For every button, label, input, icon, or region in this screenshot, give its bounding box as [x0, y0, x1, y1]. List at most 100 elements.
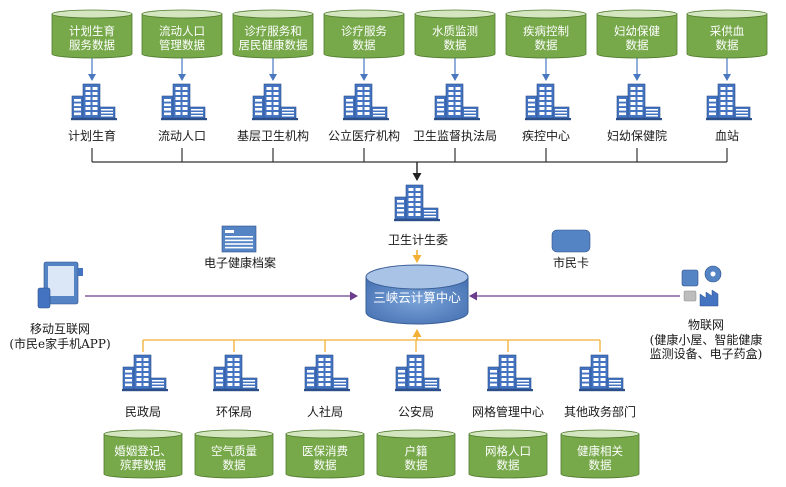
database-label: 数据: [314, 458, 337, 472]
database-body: [414, 13, 496, 59]
bottom-building-5: [579, 354, 625, 392]
top-building-5: [525, 83, 571, 121]
database-body: [323, 13, 405, 59]
database-label: 管理数据: [159, 38, 205, 52]
database-label: 医保消费: [302, 444, 348, 458]
database-top: [141, 9, 223, 19]
database-label: 计划生育: [69, 24, 115, 38]
database-label: 水质监测: [432, 24, 478, 38]
bottom-agency-label-4: 网格管理中心: [472, 404, 544, 419]
database-label: 户籍: [405, 444, 428, 458]
database-body: [560, 433, 640, 479]
database-top: [103, 429, 183, 439]
database-body: [103, 433, 183, 479]
iot-label: 物联网: [688, 318, 724, 332]
top-building-4: [434, 83, 480, 121]
database-top: [596, 9, 678, 19]
iot-devices-icon: [681, 265, 722, 307]
database-label: 数据: [223, 458, 246, 472]
top-building-2: [252, 83, 298, 121]
database-label: 婚姻登记、: [114, 444, 172, 458]
database-top: [560, 429, 640, 439]
database-label: 采供血: [710, 24, 745, 38]
database-body: [686, 13, 768, 59]
database-body: [232, 13, 314, 59]
database-top: [194, 429, 274, 439]
database-body: [141, 13, 223, 59]
cloud-cylinder-body: [365, 276, 469, 325]
bottom-database-0: 婚姻登记、殡葬数据: [103, 429, 183, 479]
citizen-card-label: 市民卡: [553, 255, 589, 270]
database-label: 数据: [626, 38, 649, 52]
health-record-label: 电子健康档案: [204, 255, 276, 270]
database-top: [232, 9, 314, 19]
node-layer: 计划生育服务数据计划生育流动人口管理数据流动人口诊疗服务和居民健康数据基层卫生机…: [9, 9, 768, 479]
bottom-agency-label-5: 其他政务部门: [564, 404, 636, 419]
database-label: 殡葬数据: [120, 458, 166, 472]
database-body: [194, 433, 274, 479]
database-label: 数据: [497, 458, 520, 472]
top-agency-label-0: 计划生育: [68, 128, 116, 143]
database-top: [51, 9, 133, 19]
bottom-building-1: [213, 354, 259, 392]
database-top: [414, 9, 496, 19]
top-building-0: [71, 83, 117, 121]
database-body: [596, 13, 678, 59]
bottom-agency-label-3: 公安局: [398, 404, 434, 419]
commission-label: 卫生计生委: [388, 233, 448, 247]
iot-detail-label-2: 监测设备、电子药盒): [650, 346, 763, 361]
database-label: 居民健康数据: [239, 38, 308, 52]
bottom-building-2: [304, 354, 350, 392]
database-label: 疾病控制: [523, 24, 569, 38]
bottom-building-0: [122, 354, 168, 392]
bottom-agency-label-0: 民政局: [125, 405, 161, 419]
health-record-icon: [221, 225, 257, 253]
database-label: 数据: [353, 38, 376, 52]
database-label: 健康相关: [577, 444, 623, 458]
database-body: [505, 13, 587, 59]
database-body: [376, 433, 456, 479]
database-top: [323, 9, 405, 19]
top-building-1: [161, 83, 207, 121]
database-top: [686, 9, 768, 19]
mobile-device-icon: [37, 261, 83, 309]
database-label: 服务数据: [69, 38, 115, 52]
commission-building: [394, 184, 440, 222]
bottom-building-3: [395, 354, 441, 392]
mobile-internet-label: 移动互联网: [30, 322, 90, 336]
database-label: 流动人口: [159, 24, 205, 38]
top-agency-label-3: 公立医疗机构: [328, 128, 400, 143]
mobile-app-label: (市民e家手机APP): [9, 336, 110, 351]
database-label: 数据: [535, 38, 558, 52]
top-agency-label-7: 血站: [715, 129, 739, 143]
connector-layer: [85, 58, 731, 352]
top-agency-label-1: 流动人口: [158, 129, 206, 143]
database-label: 诊疗服务和: [244, 24, 302, 38]
bottom-agency-label-1: 环保局: [216, 405, 252, 419]
database-top: [376, 429, 456, 439]
database-label: 空气质量: [211, 444, 257, 458]
database-top: [468, 429, 548, 439]
iot-detail-label-1: (健康小屋、智能健康: [650, 332, 763, 347]
database-label: 数据: [589, 458, 612, 472]
top-agency-label-5: 疾控中心: [522, 128, 570, 143]
top-building-6: [616, 83, 662, 121]
citizen-card-icon: [551, 229, 591, 253]
database-label: 数据: [444, 38, 467, 52]
database-top: [285, 429, 365, 439]
database-label: 数据: [716, 38, 739, 52]
